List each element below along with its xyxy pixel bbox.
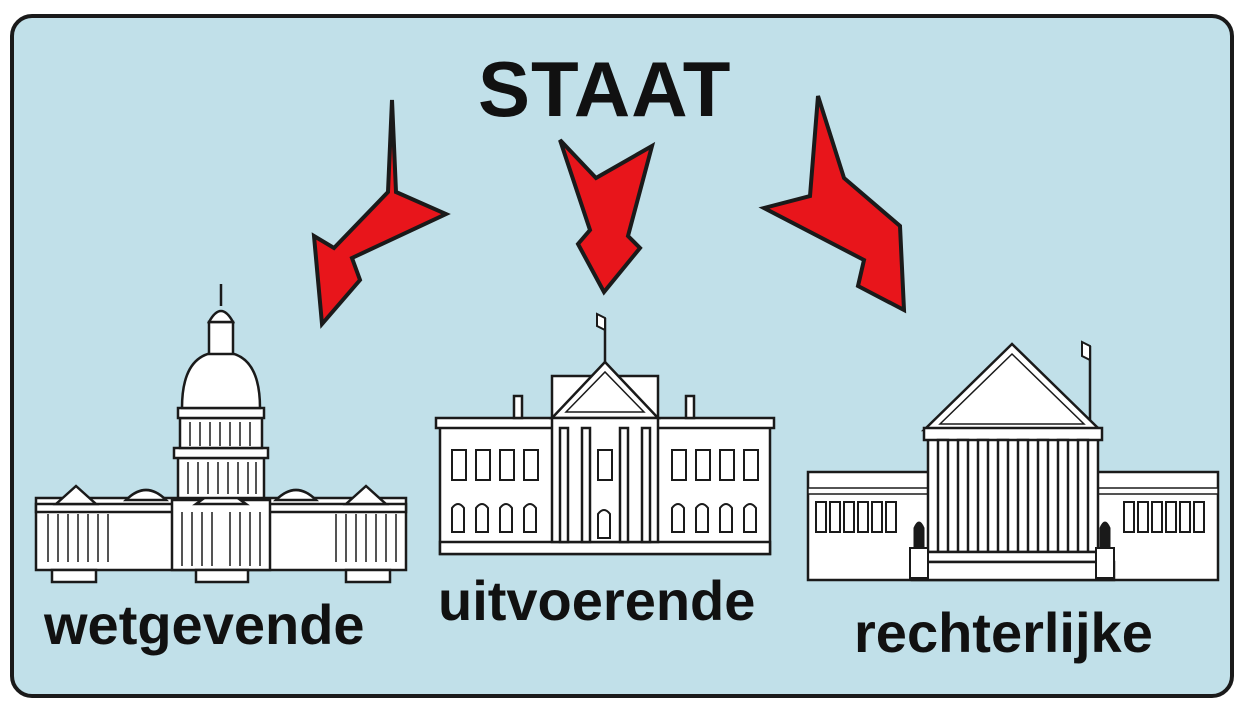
arrow-to-executive-icon — [558, 138, 656, 296]
arrow-to-judicial-icon — [758, 95, 907, 314]
branch-label-executive: uitvoerende — [438, 569, 756, 632]
arrow-to-legislative-icon — [311, 99, 451, 329]
diagram-title: STAAT — [478, 45, 732, 133]
branch-label-legislative: wetgevende — [44, 593, 365, 656]
capitol-building-icon — [34, 284, 408, 584]
courthouse-icon — [806, 340, 1220, 582]
white-house-icon — [434, 312, 776, 556]
branch-label-judicial: rechterlijke — [854, 601, 1153, 664]
